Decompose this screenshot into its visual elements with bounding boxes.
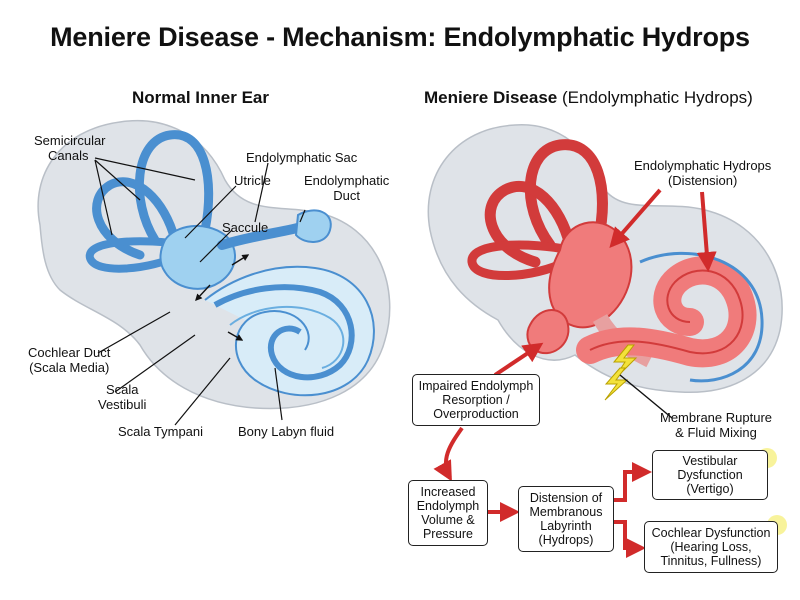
label-cochlear-duct-line1: Cochlear Duct	[28, 345, 111, 360]
normal-flow-arrow-2	[231, 254, 250, 266]
hydrops-arrow-to-cochlea	[696, 191, 717, 272]
normal-cochlea-spiral	[213, 284, 355, 381]
flow-distension-line2: Membranous	[529, 505, 603, 519]
leader-saccule	[199, 229, 233, 263]
flow-impaired-line1: Impaired Endolymph	[418, 379, 534, 393]
normal-flow-arrow-3	[227, 331, 244, 341]
meniere-inner-ear	[427, 124, 787, 535]
leader-utricle	[184, 185, 237, 239]
meniere-title-light: (Endolymphatic Hydrops)	[561, 88, 753, 107]
normal-leader-lines	[94, 157, 306, 426]
label-endolymphatic-duct: Endolymphatic Duct	[304, 173, 389, 203]
label-scala-vestibuli-line1: Scala	[105, 382, 139, 397]
leader-endolymphatic-sac	[254, 162, 269, 223]
label-scala-vestibuli: Scala Vestibuli	[98, 382, 146, 412]
rupture-leader-line	[619, 374, 673, 419]
flow-increased-line4: Pressure	[422, 527, 473, 541]
flow-vestibular-line2: Dysfunction	[677, 468, 743, 482]
flow-distension-line3: Labyrinth	[540, 519, 592, 533]
label-endolymphatic-hydrops: Endolymphatic Hydrops (Distension)	[634, 158, 771, 188]
rupture-lightning-icon-2	[604, 367, 629, 401]
leader-canal-2	[94, 159, 113, 236]
flow-impaired-line2: Resorption /	[442, 393, 510, 407]
flow-distension-line4: (Hydrops)	[538, 533, 594, 547]
meniere-superior-canal	[524, 139, 608, 251]
meniere-saccule-bulge	[526, 309, 570, 355]
meniere-lateral-canal	[467, 240, 575, 281]
label-scala-vestibuli-line2: Vestibuli	[98, 397, 147, 412]
flow-vestibular-line3: (Vertigo)	[686, 482, 734, 496]
hydrops-arrow-to-vestibule	[609, 188, 662, 249]
label-semicircular-canals-line1: Semicircular	[34, 133, 106, 148]
flow-arrow-distension-to-cochlear	[614, 520, 646, 558]
normal-vestibule	[159, 224, 236, 290]
impaired-arrow-to-saccule	[493, 342, 544, 377]
flow-box-increased: Increased Endolymph Volume & Pressure	[408, 480, 488, 546]
label-saccule: Saccule	[222, 220, 269, 235]
flow-impaired-line3: Overproduction	[433, 407, 519, 421]
normal-superior-canal	[134, 130, 214, 245]
label-endolymphatic-sac: Endolymphatic Sac	[246, 150, 358, 165]
normal-panel-title: Normal Inner Ear	[132, 88, 269, 107]
flow-box-distension: Distension of Membranous Labyrinth (Hydr…	[518, 486, 614, 552]
normal-flow-arrow-1	[195, 284, 211, 302]
label-semicircular-canals: Semicircular Canals	[34, 133, 106, 163]
label-hydrops-line1: Endolymphatic Hydrops	[634, 158, 772, 173]
normal-cochlea-inner-spiral	[229, 305, 345, 369]
leader-canal-3	[94, 159, 141, 201]
flow-cochlear-line3: Tinnitus, Fullness)	[660, 554, 762, 568]
meniere-title-bold: Meniere Disease	[424, 88, 558, 107]
normal-posterior-canal	[92, 177, 180, 260]
normal-lateral-canal	[85, 237, 189, 273]
label-membrane-rupture: Membrane Rupture & Fluid Mixing	[660, 410, 772, 440]
flow-arrow-impaired-to-increased	[433, 426, 464, 482]
label-rupture-line1: Membrane Rupture	[660, 410, 772, 425]
flow-increased-line1: Increased	[420, 485, 476, 499]
label-scala-tympani: Scala Tympani	[118, 424, 204, 439]
label-endolymphatic-duct-line2: Duct	[333, 188, 360, 203]
flow-box-impaired: Impaired Endolymph Resorption / Overprod…	[412, 374, 540, 426]
leader-canal-1	[94, 157, 196, 181]
flow-cochlear-line1: Cochlear Dysfunction	[651, 526, 771, 540]
flow-box-vestibular: Vestibular Dysfunction (Vertigo)	[652, 450, 768, 500]
label-hydrops-line2: (Distension)	[667, 173, 738, 188]
leader-scala-vestibuli	[114, 334, 196, 393]
label-semicircular-canals-line2: Canals	[48, 148, 89, 163]
flow-increased-line3: Volume &	[421, 513, 475, 527]
page-title: Meniere Disease - Mechanism: Endolymphat…	[50, 22, 750, 52]
leader-scala-tympani	[174, 357, 231, 426]
normal-inner-ear	[37, 119, 391, 426]
label-cochlear-duct-line2: (Scala Media)	[29, 360, 110, 375]
flow-arrow-distension-to-vestibular	[614, 462, 652, 502]
label-bony-labyrinth-fluid: Bony Labyn fluid	[238, 424, 335, 439]
meniere-distended-vestibule	[548, 221, 633, 329]
leader-endolymphatic-duct	[299, 209, 306, 223]
leader-cochlear-duct	[97, 311, 171, 354]
normal-endolymphatic-sac	[294, 209, 332, 243]
leader-bony-labyrinth	[274, 367, 283, 421]
meniere-cochlea-outline	[589, 269, 744, 355]
flow-cochlear-line2: (Hearing Loss,	[670, 540, 752, 554]
flowchart-arrows	[433, 426, 652, 558]
label-endolymphatic-duct-line1: Endolymphatic	[304, 173, 390, 188]
label-rupture-line2: & Fluid Mixing	[675, 425, 757, 440]
flow-box-cochlear: Cochlear Dysfunction (Hearing Loss, Tinn…	[644, 521, 778, 573]
meniere-panel-title: Meniere Disease (Endolymphatic Hydrops)	[424, 88, 753, 108]
meniere-cochlea-outer-wall	[639, 251, 764, 383]
label-cochlear-duct: Cochlear Duct (Scala Media)	[28, 345, 110, 375]
flow-increased-line2: Endolymph	[416, 499, 480, 513]
label-utricle: Utricle	[234, 173, 271, 188]
flow-distension-line1: Distension of	[529, 491, 603, 505]
flow-vestibular-line1: Vestibular	[682, 454, 738, 468]
